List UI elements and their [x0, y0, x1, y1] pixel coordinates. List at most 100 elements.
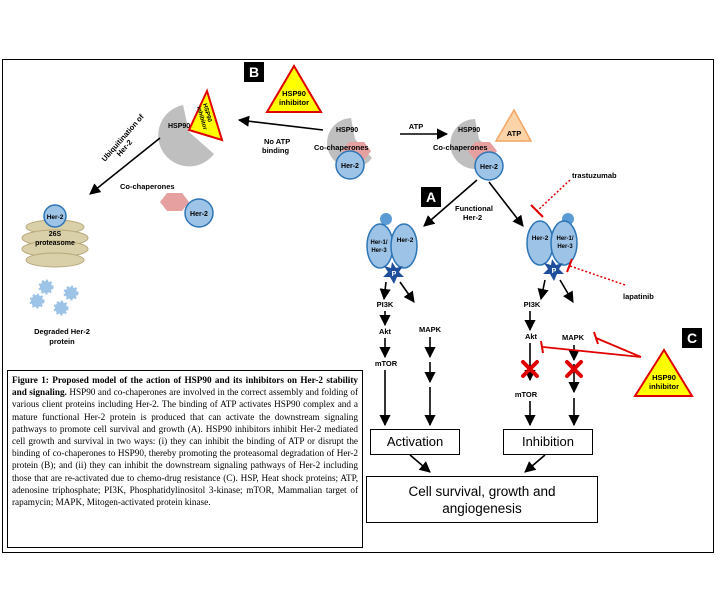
- functional-line1: Functional: [455, 204, 493, 213]
- hsp90-inhibitor-triangle-top: [265, 64, 323, 113]
- her2-receptor-right: [526, 220, 554, 266]
- bound-inhibitor-line1: HSP90: [201, 103, 212, 124]
- her2-free-label: Her-2: [190, 211, 208, 218]
- ligand-left: [380, 213, 392, 225]
- hsp90-left-label: HSP90: [168, 123, 190, 130]
- activation-box: Activation: [370, 429, 460, 455]
- her2-right-label: Her-2: [480, 164, 498, 171]
- inhibition-label: Inhibition: [521, 434, 575, 449]
- phospho-star-left: [383, 262, 404, 284]
- arrow-left-mapk: [399, 281, 415, 303]
- hsp90-pacman-left: [158, 105, 214, 167]
- figure-frame: [2, 59, 714, 553]
- receptor-dimer-right: [526, 213, 578, 281]
- co-chaperones-right-label: Co-chaperones: [433, 143, 488, 152]
- arrow-to-right-receptor: [488, 181, 524, 227]
- lapatinib-line: [569, 265, 626, 286]
- arrow-right-mapk: [559, 279, 574, 303]
- her1-right-line2: Her-3: [557, 244, 573, 250]
- arrow-right-pi3k: [537, 279, 549, 301]
- panel-c-badge: [682, 328, 702, 348]
- inhibit-bar-mapk: [593, 331, 599, 345]
- her1-left-line2: Her-3: [371, 248, 387, 254]
- final-outcome-box: Cell survival, growth and angiogenesis: [366, 476, 598, 523]
- functional-line2: Her-2: [463, 213, 482, 222]
- mapk-right: MAPK: [562, 333, 585, 342]
- her1-right-line1: Her-1/: [556, 236, 573, 242]
- final-outcome-line2: angiogenesis: [442, 501, 522, 516]
- inhibitor-bottom-line1: HSP90: [652, 373, 676, 382]
- panel-b-badge: [244, 62, 264, 82]
- inhibit-line-akt: [542, 346, 642, 358]
- block-x-mtor: [521, 360, 539, 378]
- lapatinib-label: lapatinib: [623, 292, 654, 301]
- arrow-activation-to-final: [409, 454, 431, 473]
- arrow-inhibition-to-final: [524, 454, 546, 473]
- panel-a-badge: [421, 187, 441, 207]
- degraded-fragments: [29, 279, 79, 316]
- atp-triangle: [494, 108, 533, 142]
- her1-left-line1: Her-1/: [370, 240, 387, 246]
- inhibitor-top-line2: inhibitor: [279, 98, 309, 107]
- hsp90-center-label: HSP90: [336, 127, 358, 134]
- activation-label: Activation: [386, 434, 444, 449]
- arrow-no-atp: [237, 115, 324, 131]
- inhibitor-top-line1: HSP90: [282, 89, 306, 98]
- trastuzumab-line: [536, 179, 571, 212]
- panel-c-label: C: [687, 330, 697, 346]
- her2-right: [474, 151, 504, 181]
- mtor-right: mTOR: [515, 390, 538, 399]
- bound-inhibitor-triangle: [187, 88, 224, 142]
- akt-right: Akt: [525, 332, 538, 341]
- proteasome-line1: 26S: [49, 231, 62, 238]
- block-x-mapk: [565, 360, 583, 378]
- her2-proteasome-label: Her-2: [47, 214, 64, 221]
- degraded-line2: protein: [49, 337, 75, 346]
- caption-title: Figure 1: Proposed model of the action o…: [12, 375, 358, 398]
- her2-center: [335, 150, 365, 180]
- her2-receptor-left: [390, 223, 418, 269]
- lapatinib-block: [566, 258, 573, 273]
- inhibit-line-mapk: [595, 337, 642, 358]
- mtor-left: mTOR: [375, 359, 398, 368]
- panel-b-label: B: [249, 64, 259, 80]
- receptor-dimer-left: [366, 213, 418, 284]
- figure-caption: Figure 1: Proposed model of the action o…: [7, 370, 363, 548]
- her2-free: [184, 198, 214, 228]
- her2-center-label: Her-2: [341, 163, 359, 170]
- her1-right: [550, 220, 578, 266]
- akt-left: Akt: [379, 327, 392, 336]
- co-chaperones-free-label: Co-chaperones: [120, 182, 175, 191]
- her2-proteasome: [43, 204, 67, 228]
- hsp90-right-label: HSP90: [458, 127, 480, 134]
- trastuzumab-block: [530, 204, 544, 218]
- mapk-left: MAPK: [419, 325, 442, 334]
- inhibit-bar-akt: [540, 340, 544, 354]
- co-chaperone-free: [160, 193, 189, 211]
- phospho-star-right: [543, 259, 564, 281]
- co-chaperones-center-label: Co-chaperones: [314, 143, 369, 152]
- caption-body: HSP90 and co-chaperones are involved in …: [12, 387, 359, 508]
- arrow-to-left-receptor: [423, 179, 478, 227]
- atp-triangle-label: ATP: [507, 129, 521, 138]
- pi3k-right: PI3K: [524, 300, 541, 309]
- inhibition-box: Inhibition: [503, 429, 593, 455]
- phospho-right-label: P: [552, 268, 557, 275]
- proteasome-ring-4: [25, 252, 85, 268]
- pi3k-left: PI3K: [377, 300, 394, 309]
- her2-receptor-right-label: Her-2: [532, 235, 549, 242]
- arrow-left-pi3k: [379, 281, 391, 301]
- no-atp-line2: binding: [262, 146, 289, 155]
- her1-left: [366, 223, 394, 269]
- final-outcome-line1: Cell survival, growth and: [408, 484, 556, 499]
- arrow-ubiquitination: [89, 137, 161, 195]
- panel-a-label: A: [426, 189, 436, 205]
- inhibitor-bottom-line2: inhibitor: [649, 382, 679, 391]
- phospho-left-label: P: [392, 271, 397, 278]
- degraded-line1: Degraded Her-2: [34, 327, 90, 336]
- no-atp-line1: No ATP: [264, 137, 290, 146]
- proteasome-line2: proteasome: [35, 240, 75, 247]
- hsp90-inhibitor-triangle-bottom: [633, 348, 694, 397]
